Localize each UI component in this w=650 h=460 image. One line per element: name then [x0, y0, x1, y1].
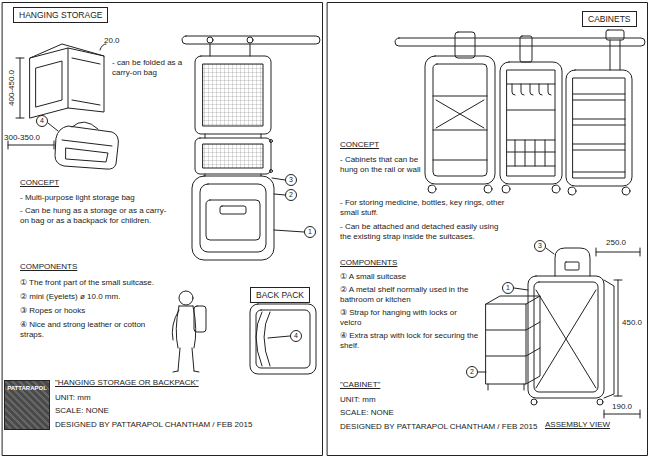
- drawing-title: "HANGING STORAGE OR BACKPACK": [55, 378, 199, 388]
- callout-number: 2: [285, 189, 297, 201]
- assembly-view: [478, 248, 640, 418]
- section-heading: COMPONENTS: [20, 262, 77, 272]
- component-item: ② A metal shelf normally used in the bat…: [340, 285, 480, 305]
- node-text: 2: [289, 191, 293, 199]
- section-heading: CONCEPT: [340, 140, 379, 150]
- node-text: 4: [40, 117, 44, 125]
- section-heading: CONCEPT: [20, 178, 59, 188]
- title-block-text: SCALE: NONE: [340, 408, 394, 418]
- hanging-storage: [182, 36, 320, 260]
- node-text: 2: [470, 368, 474, 376]
- dimension-label: 190.0: [612, 402, 632, 412]
- title-block-text: DESIGNED BY PATTARAPOL CHANTHAM / FEB 20…: [340, 422, 537, 432]
- callout-number: 1: [502, 282, 514, 294]
- folded-bag: [16, 44, 106, 118]
- cabinets-sketch: [395, 30, 645, 195]
- callout-number: 4: [290, 330, 302, 342]
- node-text: 1: [308, 228, 312, 236]
- node-text: 4: [294, 332, 298, 340]
- node-text: 1: [506, 284, 510, 292]
- section-heading: COMPONENTS: [340, 258, 397, 268]
- node-text: PATTARAPOL: [5, 384, 49, 392]
- concept-text: - Can be hung as a storage or as a carry…: [20, 206, 170, 226]
- note-text: - can be folded as a carry-on bag: [112, 58, 184, 78]
- node-text: BACK PACK: [256, 290, 304, 300]
- callout-number: 3: [534, 240, 546, 252]
- drawing-title: "CABINET": [340, 380, 380, 390]
- callout-number: 2: [466, 366, 478, 378]
- node-text: 3: [289, 176, 293, 184]
- dimension-label: 300-350.0: [4, 133, 40, 143]
- component-item: ③ Ropes or hooks: [20, 306, 85, 316]
- component-item: ④ Nice and strong leather or cotton stra…: [20, 320, 155, 340]
- child-figure: [172, 291, 206, 372]
- node-text: HANGING STORAGE: [19, 10, 102, 20]
- dimension-label: 20.0: [104, 36, 120, 46]
- title-box: CABINETS: [582, 11, 637, 27]
- component-item: ① The front part of the small suitcase.: [20, 278, 154, 288]
- component-item: ① A small suitcase: [340, 272, 480, 282]
- view-label-box: BACK PACK: [250, 287, 310, 303]
- designer-stamp: PATTARAPOL: [4, 380, 50, 430]
- concept-text: - For storing medicine, bottles, key rin…: [340, 198, 505, 218]
- view-caption: ASSEMBLY VIEW: [545, 420, 610, 430]
- title-block-text: SCALE: NONE: [55, 406, 109, 416]
- concept-text: - Can be attached and detached easily us…: [340, 222, 505, 242]
- component-item: ③ Strap for hanging with locks or velcro: [340, 308, 480, 328]
- dimension-label: 400-450.0: [7, 70, 17, 106]
- component-item: ② mini (Eyelets) ø 10.0 mm.: [20, 292, 120, 302]
- concept-text: - Multi-purpose light storage bag: [20, 193, 180, 203]
- title-block-text: UNIT: mm: [340, 395, 376, 405]
- node-text: CABINETS: [588, 14, 631, 24]
- dimension-label: 450.0: [622, 318, 642, 328]
- callout-number: 4: [36, 115, 48, 127]
- backpack-frame: [250, 304, 316, 374]
- node-text: 3: [538, 242, 542, 250]
- carry-on-bag: [8, 122, 118, 169]
- callout-number: 3: [285, 174, 297, 186]
- title-block-text: UNIT: mm: [55, 393, 91, 403]
- title-box: HANGING STORAGE: [13, 7, 108, 23]
- panel-frame: [3, 3, 648, 456]
- callout-number: 1: [304, 226, 316, 238]
- component-item: ④ Extra strap with lock for securing the…: [340, 331, 480, 351]
- title-block-text: DESIGNED BY PATTARAPOL CHANTHAM / FEB 20…: [55, 420, 252, 430]
- concept-text: - Cabinets that can be hung on the rail …: [340, 155, 422, 175]
- dimension-label: 250.0: [606, 238, 626, 248]
